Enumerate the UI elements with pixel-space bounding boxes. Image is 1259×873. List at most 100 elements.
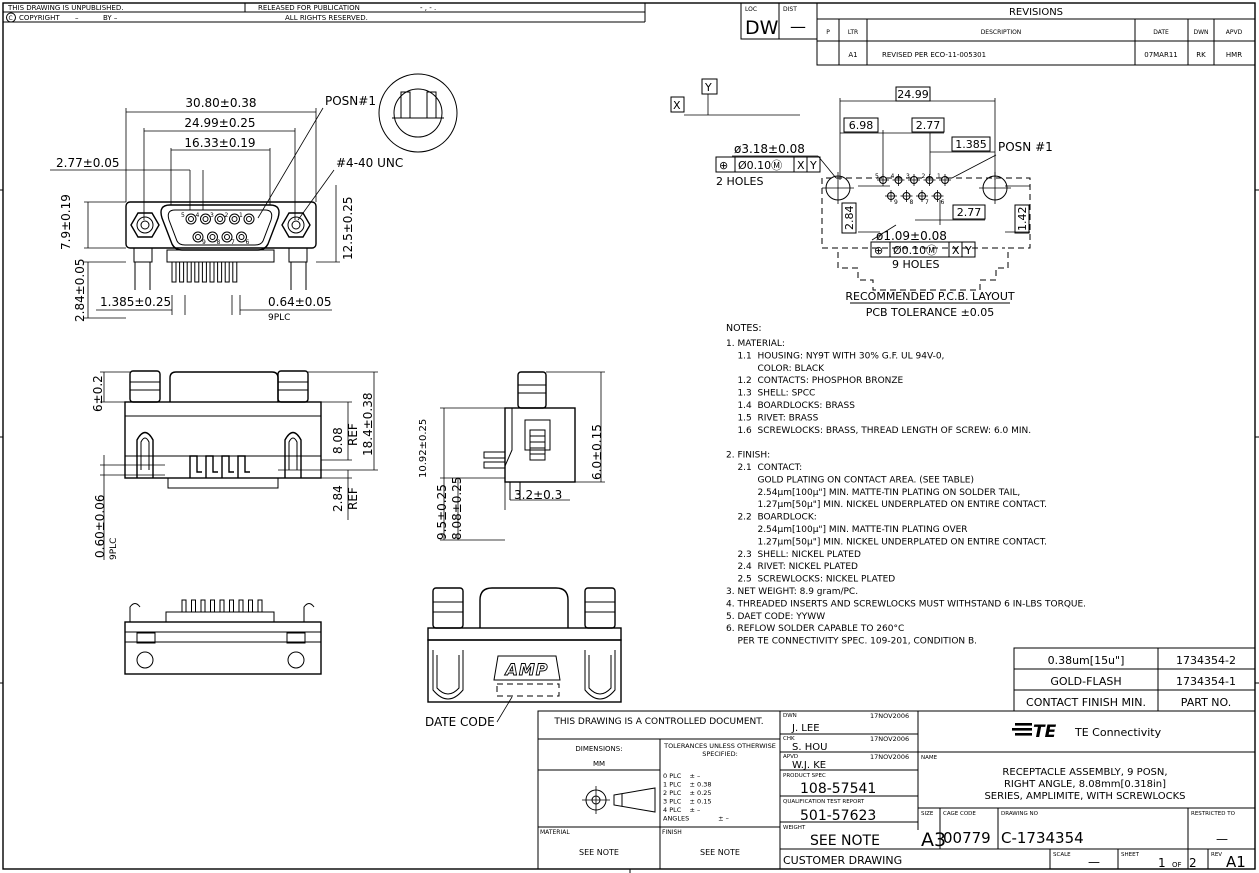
- name-line-1: RIGHT ANGLE, 8.08mm[0.318in]: [1004, 779, 1166, 790]
- copyright-by: BY –: [103, 14, 118, 22]
- finish-row-2: CONTACT FINISH MIN.: [1026, 696, 1146, 709]
- front-pin: [214, 213, 226, 225]
- side-view: 6±0.2 18.4±0.38 8.08 REF 2.84 REF 0.60±0…: [91, 370, 378, 560]
- front-pin-label: 5: [181, 212, 185, 219]
- note-line: 2.5 SCREWLOCKS: NICKEL PLATED: [726, 575, 895, 585]
- customer-text: CUSTOMER DRAWING: [783, 854, 902, 867]
- bl-pin: [238, 599, 244, 613]
- side-dim-8-08: 8.08: [331, 427, 345, 454]
- pcb-dim-2-77b: 2.77: [957, 206, 982, 219]
- pcb-tol-y: Y: [809, 159, 817, 172]
- tol-line: 1 PLC ± 0.38: [663, 781, 712, 789]
- dim-9plc: 9PLC: [268, 313, 290, 323]
- sheet-total: 2: [1189, 856, 1197, 870]
- product-spec-label: PRODUCT SPEC: [783, 773, 826, 779]
- front-view: 30.80±0.38 24.99±0.25 16.33±0.19 2.77±0.…: [50, 73, 458, 323]
- solder-tail: [186, 261, 192, 283]
- qual-label: QUALIFICATION TEST REPORT: [783, 799, 865, 805]
- tol-line: ANGLES ± –: [663, 815, 729, 823]
- end-screw: [517, 371, 547, 409]
- note-line: 1.2 CONTACTS: PHOSPHOR BRONZE: [726, 376, 904, 386]
- pcb-dim-1-42: 1.42: [1016, 207, 1029, 232]
- side-dim-18-4: 18.4±0.38: [361, 393, 375, 457]
- screw-right-icon: [281, 212, 311, 238]
- pcb-tol-value: Ø0.10Ⓜ: [738, 159, 782, 172]
- front-flange: [125, 201, 317, 249]
- bl-pin: [200, 599, 206, 613]
- side-contact: [205, 455, 218, 478]
- finish-row-0: 0.38um[15u"]: [1048, 654, 1125, 667]
- note-line: 3. NET WEIGHT: 8.9 gram/PC.: [726, 587, 858, 597]
- note-line: 4. THREADED INSERTS AND SCREWLOCKS MUST …: [726, 599, 1086, 609]
- bl-pin: [181, 599, 187, 613]
- revisions-table: REVISIONS P LTR DESCRIPTION DATE DWN APV…: [816, 2, 1256, 66]
- front-pin-label: 6: [246, 239, 250, 246]
- tol-line: 3 PLC ± 0.15: [663, 798, 712, 806]
- note-line: 2.4 RIVET: NICKEL PLATED: [726, 562, 858, 572]
- dwn-label: DWN: [783, 713, 797, 719]
- note-line: 2. FINISH:: [726, 451, 770, 461]
- note-line: 2.3 SHELL: NICKEL PLATED: [726, 550, 861, 560]
- end-dim-8-08: 8.08±0.25: [450, 477, 464, 541]
- side-screw-right: [277, 370, 309, 403]
- dim-30-80: 30.80±0.38: [185, 96, 256, 110]
- pcb-hole-label: 5: [875, 173, 879, 180]
- rev-header-desc: DESCRIPTION: [981, 29, 1022, 36]
- rev-header-dwn: DWN: [1193, 29, 1208, 36]
- rev-row-ltr: A1: [848, 51, 857, 59]
- material-value: SEE NOTE: [579, 848, 619, 857]
- solder-tail: [217, 261, 223, 283]
- pcb-hole-label: 4: [891, 173, 895, 180]
- rev-header-ltr: LTR: [848, 29, 858, 36]
- dwg-value: C-1734354: [1001, 829, 1084, 847]
- side-contact: [189, 455, 202, 478]
- front-pin-label: 3: [210, 212, 214, 219]
- sheet-of: OF: [1172, 861, 1182, 869]
- end-dim-6-0-15: 6.0±0.15: [590, 424, 604, 480]
- pcb-dim-24-99: 24.99: [897, 88, 929, 101]
- front-pin: [229, 213, 240, 225]
- pcb-hole-label: 7: [925, 199, 929, 206]
- dim-2-84: 2.84±0.05: [73, 259, 87, 323]
- solder-tail: [179, 261, 185, 283]
- notes-section: NOTES: 1. MATERIAL: 1.1 HOUSING: NY9T WI…: [726, 323, 1086, 647]
- front-pin: [221, 231, 233, 243]
- datum-y: Y: [704, 81, 712, 94]
- tol-line: 2 PLC ± 0.25: [663, 789, 712, 797]
- name-line-0: RECEPTACLE ASSEMBLY, 9 POSN,: [1002, 767, 1167, 778]
- note-line: 1. MATERIAL:: [726, 339, 785, 349]
- thread-label: #4-40 UNC: [336, 156, 403, 170]
- rev-label: REV: [1211, 852, 1222, 858]
- end-dim-3-2: 3.2±0.3: [514, 488, 562, 502]
- pcb-caption: RECOMMENDED P.C.B. LAYOUT: [845, 290, 1014, 303]
- weight-value: SEE NOTE: [810, 833, 880, 849]
- finish-value: SEE NOTE: [700, 848, 740, 857]
- pcb-tol-x-2: X: [952, 244, 960, 257]
- title-block: THIS DRAWING IS A CONTROLLED DOCUMENT. D…: [537, 710, 1256, 871]
- screw-left-icon: [130, 212, 160, 238]
- front-pin-label: 9: [202, 239, 206, 246]
- part-row-1: 1734354-1: [1176, 675, 1236, 688]
- dim-16-33: 16.33±0.19: [184, 136, 255, 150]
- note-line: 6. REFLOW SOLDER CAPABLE TO 260°C: [726, 624, 904, 634]
- company-name: TE Connectivity: [1074, 726, 1162, 739]
- pcb-posn: POSN #1: [998, 140, 1053, 154]
- size-label: SIZE: [921, 811, 934, 817]
- front-pin-label: 2: [225, 212, 229, 219]
- note-line: 1.1 HOUSING: NY9T WITH 30% G.F. UL 94V-0…: [726, 351, 944, 361]
- pcb-outline: [821, 177, 1031, 291]
- name-line-2: SERIES, AMPLIMITE, WITH SCREWLOCKS: [984, 791, 1185, 802]
- rev-header-apvd: APVD: [1226, 29, 1243, 36]
- solder-tail: [209, 261, 215, 283]
- sheet-value: 1: [1158, 856, 1166, 870]
- date-code-label: DATE CODE: [425, 715, 495, 729]
- pcb-hole-label: 9: [894, 199, 898, 206]
- side-dim-6-0-2: 6±0.2: [91, 375, 105, 412]
- pcb-tol-x: X: [797, 159, 805, 172]
- part-row-2: PART NO.: [1181, 696, 1231, 709]
- front-pin-label: 7: [231, 239, 235, 246]
- bl-pin: [229, 599, 234, 613]
- rev-row-apvd: HMR: [1226, 51, 1242, 59]
